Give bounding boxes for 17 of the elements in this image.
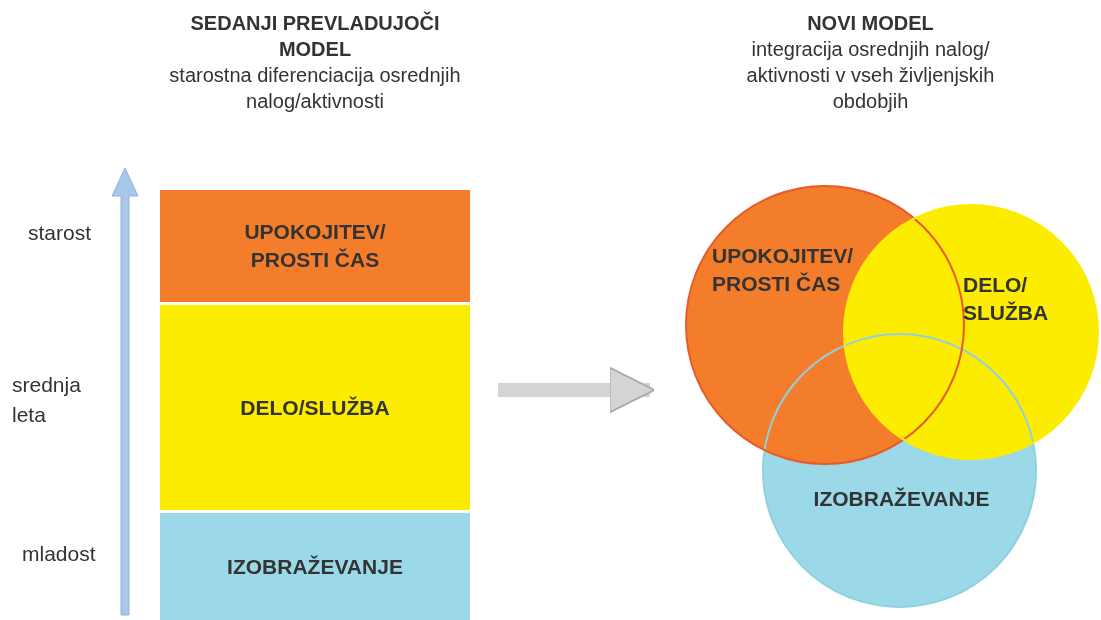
arrow <box>498 366 656 414</box>
circle-label: UPOKOJITEV/ PROSTI ČAS <box>712 243 855 297</box>
stack-band <box>160 305 470 510</box>
axis-label: mladost <box>22 541 97 567</box>
circle-label: IZOBRAŽEVANJE <box>812 486 991 512</box>
band-label: UPOKOJITEV/ PROSTI ČAS <box>243 219 387 273</box>
band-label: DELO/SLUŽBA <box>239 394 391 421</box>
axis-label: starost <box>28 220 93 246</box>
venn-circle <box>685 185 965 465</box>
model-heading: NOVI MODEL <box>806 11 935 36</box>
stack-band <box>160 190 470 302</box>
model-subtitle: starostna diferenciacija osrednjih nalog/aktivnosti <box>168 63 462 114</box>
stack-band <box>160 513 470 620</box>
axis-label: srednja leta <box>12 372 82 428</box>
band-label: IZOBRAŽEVANJE <box>226 553 404 580</box>
model-subtitle: integracija osrednjih nalog/ aktivnosti v vseh življenjskih obdobjih <box>745 37 996 114</box>
venn-circle <box>762 333 1037 608</box>
